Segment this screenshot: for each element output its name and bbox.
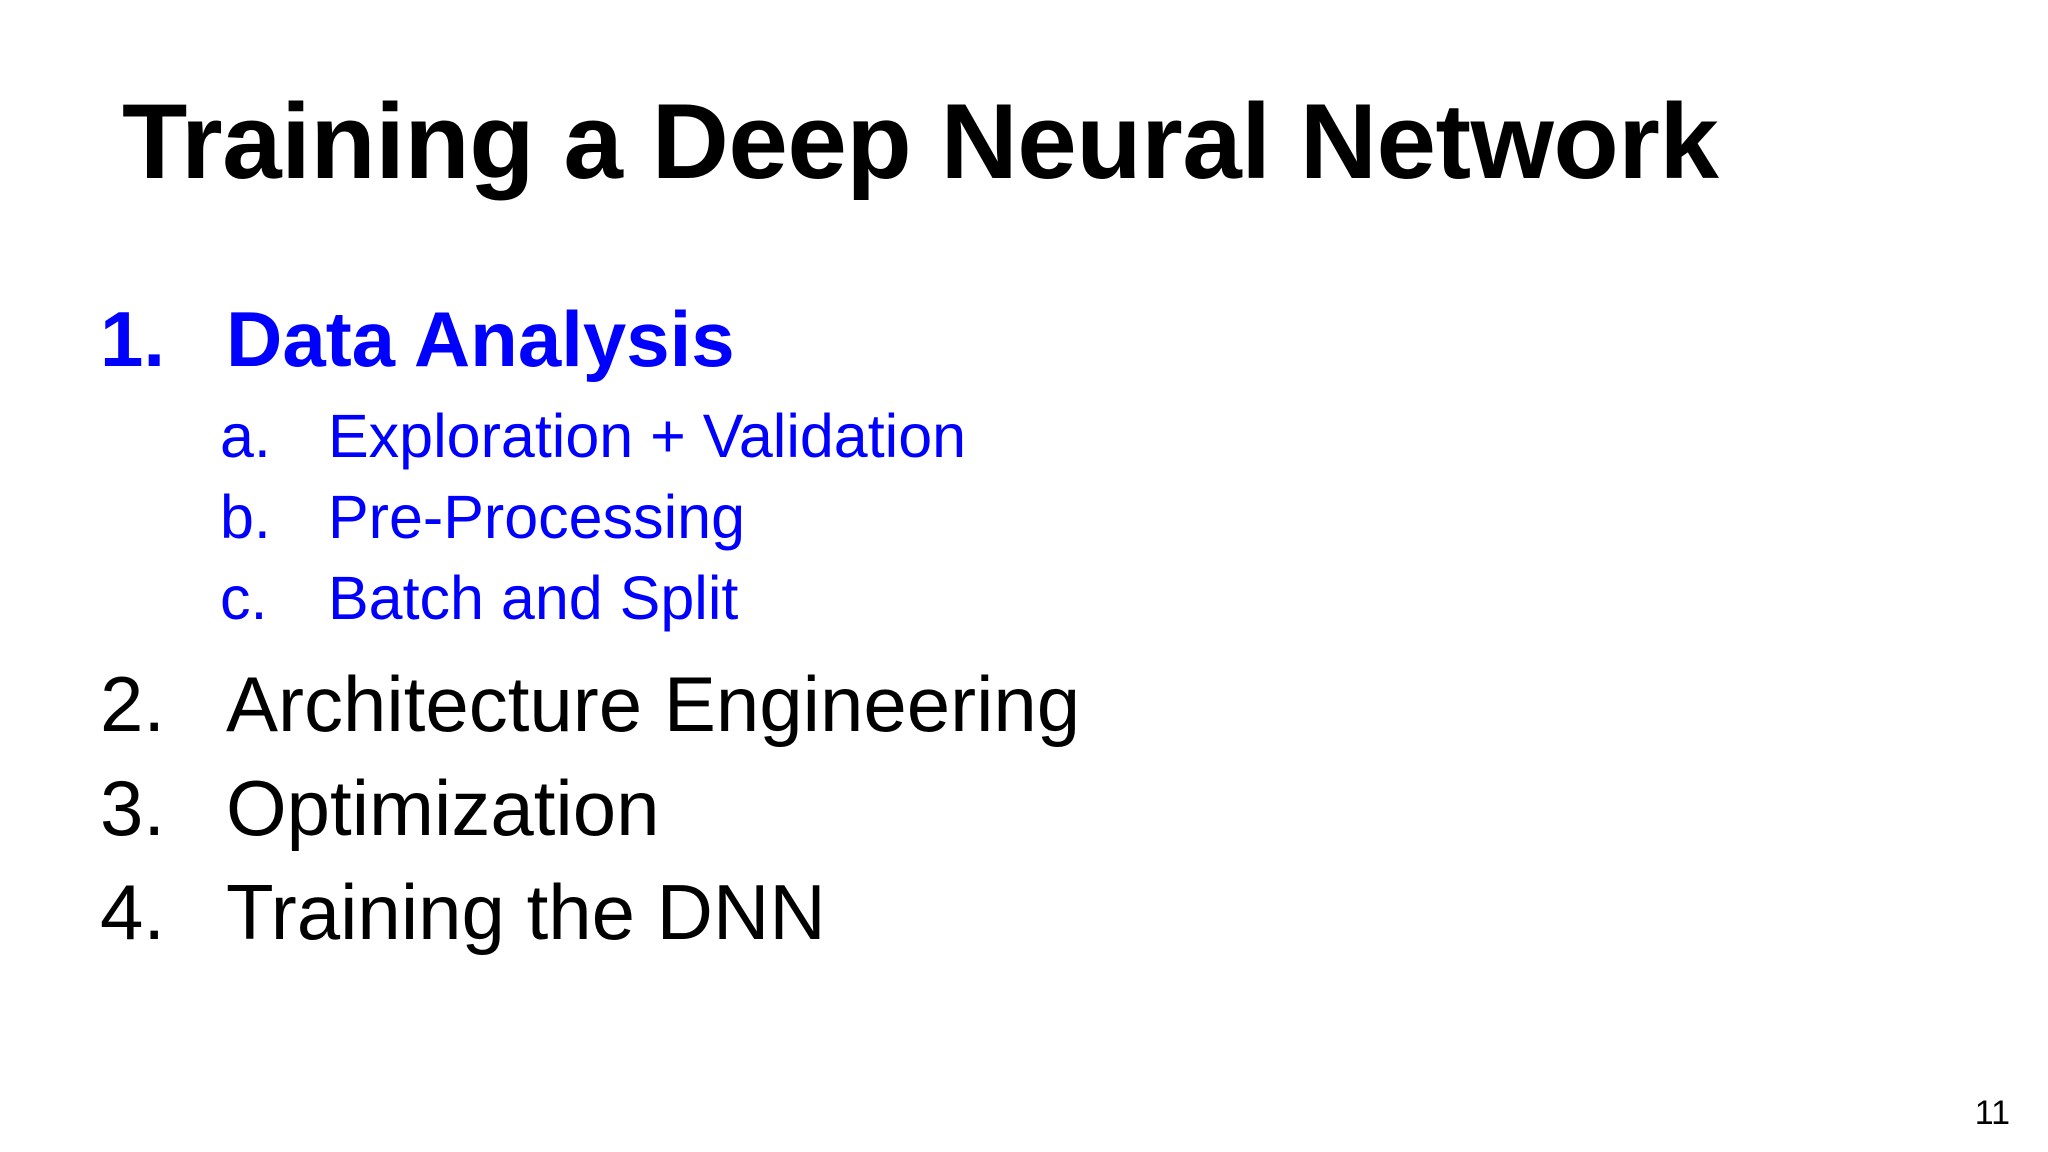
list-item-label-1b: Pre-Processing <box>328 483 745 551</box>
list-item-label-3: Optimization <box>226 764 660 852</box>
list-item-label-1: Data Analysis <box>226 295 735 383</box>
list-item-label-2: Architecture Engineering <box>226 660 1081 748</box>
list-item-label-1a: Exploration + Validation <box>328 402 967 470</box>
page-title: Training a Deep Neural Network <box>122 81 1719 201</box>
list-marker-4: 4. <box>100 868 166 956</box>
list-marker-1c: c. <box>220 564 268 632</box>
list-item-4[interactable]: 4. Training the DNN <box>0 873 2048 975</box>
list-item-label-1c: Batch and Split <box>328 564 739 632</box>
list-marker-3: 3. <box>100 764 166 852</box>
list-marker-1: 1. <box>100 295 166 383</box>
list-item-1c[interactable]: c. Batch and Split <box>0 568 2048 649</box>
list-item-2[interactable]: 2. Architecture Engineering <box>0 665 2048 767</box>
list-item-3[interactable]: 3. Optimization <box>0 769 2048 871</box>
page-number: 11 <box>1974 1094 2010 1132</box>
outline-list: 1. Data Analysis a. Exploration + Valida… <box>0 300 2048 975</box>
list-item-1a[interactable]: a. Exploration + Validation <box>0 406 2048 487</box>
list-marker-1a: a. <box>220 402 271 470</box>
list-item-1[interactable]: 1. Data Analysis <box>0 300 2048 408</box>
list-item-1b[interactable]: b. Pre-Processing <box>0 487 2048 568</box>
list-item-label-4: Training the DNN <box>226 868 826 956</box>
list-marker-2: 2. <box>100 660 166 748</box>
list-marker-1b: b. <box>220 483 271 551</box>
